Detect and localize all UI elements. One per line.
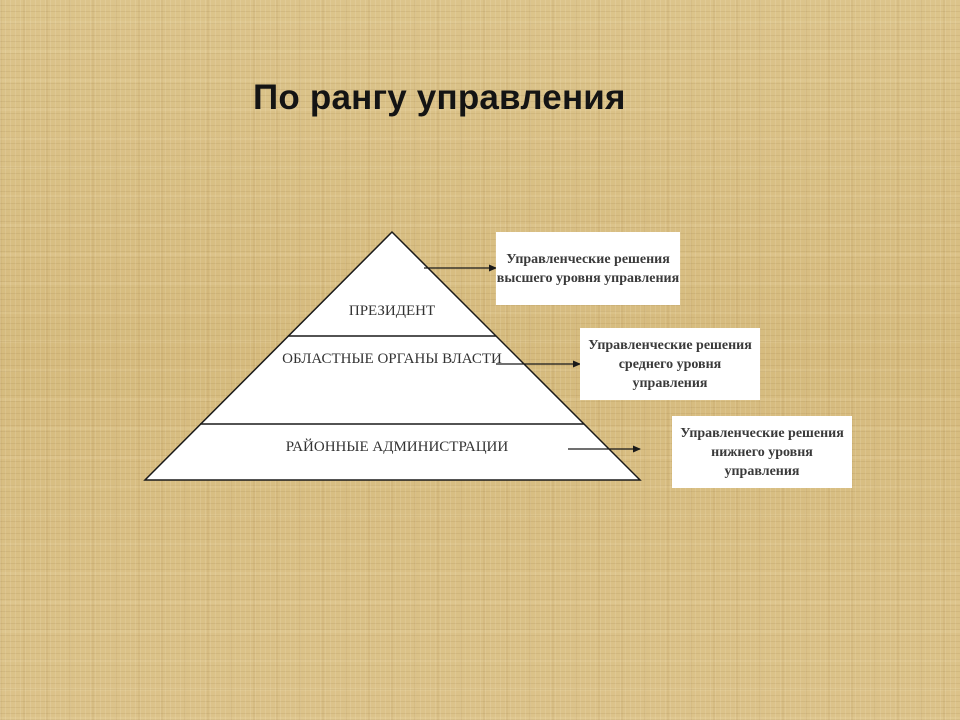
note-middle-level: Управленческие решения среднего уровня у… — [580, 328, 760, 400]
pyramid-level-district: РАЙОННЫЕ АДМИНИСТРАЦИИ — [285, 439, 509, 455]
note-lower-level-text: Управленческие решения нижнего уровня уп… — [680, 425, 844, 479]
note-lower-level: Управленческие решения нижнего уровня уп… — [672, 416, 852, 488]
note-high-level-text: Управленческие решения высшего уровня уп… — [496, 251, 680, 286]
slide-title: По рангу управления — [253, 78, 626, 117]
pyramid-level-president: ПРЕЗИДЕНТ — [348, 303, 436, 319]
pyramid-level-regional: ОБЛАСТНЫЕ ОРГАНЫ ВЛАСТИ — [282, 351, 502, 367]
note-middle-level-text: Управленческие решения среднего уровня у… — [588, 337, 752, 391]
pyramid — [143, 230, 642, 481]
note-high-level: Управленческие решения высшего уровня уп… — [496, 232, 680, 305]
